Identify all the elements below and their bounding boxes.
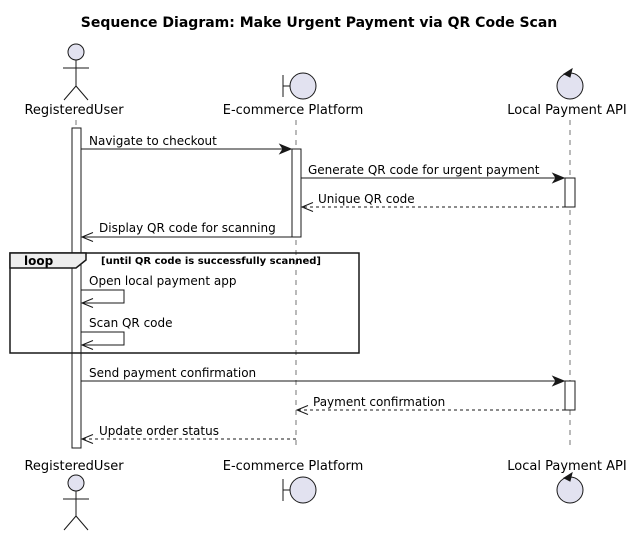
message-open-local-payment-app: Open local payment app (80, 274, 237, 308)
participant-label-ecommerce-platform-bottom: E-commerce Platform (223, 459, 364, 474)
activation-bar-platform (291, 148, 302, 238)
svg-text:Payment confirmation: Payment confirmation (313, 395, 445, 409)
diagram-title: Sequence Diagram: Make Urgent Payment vi… (81, 15, 558, 31)
participant-label-local-payment-api-top: Local Payment API (507, 103, 626, 118)
message-unique-qr-code: Unique QR code (300, 192, 565, 212)
svg-text:Update order status: Update order status (99, 424, 219, 438)
message-scan-qr-code: Scan QR code (80, 316, 173, 350)
participant-label-ecommerce-platform-top: E-commerce Platform (223, 103, 364, 118)
boundary-icon-top (282, 72, 317, 100)
svg-text:Open local payment app: Open local payment app (89, 274, 237, 288)
svg-text:Display QR code for scanning: Display QR code for scanning (99, 221, 276, 235)
svg-text:Generate QR code for urgent pa: Generate QR code for urgent payment (308, 163, 540, 177)
boundary-icon-bottom (282, 476, 317, 504)
control-icon-bottom (556, 471, 584, 504)
activation-bar-api-1 (564, 177, 576, 208)
svg-text:Scan QR code: Scan QR code (89, 316, 173, 330)
message-generate-qr-code: Generate QR code for urgent payment (301, 163, 566, 184)
participant-label-registered-user-bottom: RegisteredUser (24, 459, 124, 474)
actor-icon-top (63, 43, 89, 101)
actor-icon-bottom (63, 474, 89, 531)
message-update-order-status: Update order status (80, 424, 296, 444)
loop-fragment: loop [until QR code is successfully scan… (9, 252, 360, 354)
svg-text:Navigate to checkout: Navigate to checkout (89, 134, 217, 148)
participant-label-registered-user-top: RegisteredUser (24, 103, 124, 118)
participant-label-local-payment-api-bottom: Local Payment API (507, 459, 626, 474)
message-payment-confirmation: Payment confirmation (295, 395, 565, 415)
activation-bar-user (71, 127, 82, 449)
control-icon-top (556, 67, 584, 100)
svg-text:Unique QR code: Unique QR code (318, 192, 415, 206)
message-navigate-to-checkout: Navigate to checkout (81, 134, 293, 155)
message-display-qr-code: Display QR code for scanning (80, 221, 292, 242)
activation-bar-api-2 (564, 380, 576, 411)
loop-keyword: loop (24, 254, 54, 268)
loop-condition: [until QR code is successfully scanned] (101, 256, 321, 267)
svg-text:Send payment confirmation: Send payment confirmation (89, 366, 256, 380)
message-send-payment-confirmation: Send payment confirmation (81, 366, 566, 387)
